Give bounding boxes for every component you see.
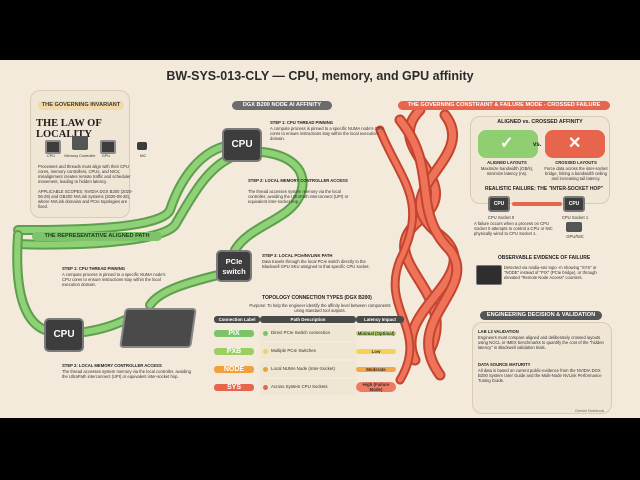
pcie-switch-chip: PCIe switch (216, 250, 252, 282)
topology-table: Connection Label Path Description Latenc… (214, 314, 404, 397)
row-desc: Across System CPU Sockets (271, 384, 328, 390)
step3-title: STEP 3: LOCAL PCIe/NVLINK PATH (262, 253, 333, 258)
topology-purpose: Purpose: To help the engineer identify t… (249, 303, 391, 313)
realistic-body: A failure occurs when a process on CPU S… (474, 221, 553, 236)
checkmark-icon: ✓ (478, 130, 538, 158)
data-body: All data is based on current public-evid… (478, 368, 602, 383)
topology-title: TOPOLOGY CONNECTION TYPES (DGX B200) (262, 295, 372, 301)
memory-controller-icon-label: Memory Controller (64, 154, 96, 158)
row-latency: Low (356, 348, 396, 354)
crossed-body: Force data across the inter-socket bridg… (544, 166, 608, 181)
gpu-nic-label: GPU/NIC (566, 234, 584, 239)
gpu-card-icon (119, 308, 197, 348)
cpu-chip-upper: CPU (222, 128, 262, 162)
nic-icon-label: NIC (139, 154, 147, 158)
lower-step2-title: STEP 2: LOCAL MEMORY CONTROLLER ACCESS (62, 363, 162, 368)
row-latency: High (Failure Mode) (356, 382, 396, 392)
invariant-body: Processes and threads must align with th… (38, 164, 131, 184)
status-dot (263, 366, 268, 372)
step3-body: Data travels through the local PCIe swit… (262, 259, 370, 269)
law-title: THE LAW OF LOCALITY (36, 118, 102, 140)
status-dot (263, 348, 268, 354)
lower-step1-body: A compute process is pinned to a specifi… (62, 272, 166, 287)
socket1-label: CPU Socket 1 (561, 215, 589, 220)
table-row: PXB Multiple PCIe Switches Low (214, 343, 404, 359)
evidence-title: OBSERVABLE EVIDENCE OF FAILURE (497, 255, 591, 261)
compare-title: ALIGNED vs. CROSSED AFFINITY (497, 119, 583, 125)
evidence-body: Detected via nvidia-smi topo -m showing … (504, 265, 597, 280)
step1-title: STEP 1: CPU THREAD PINNING (270, 120, 333, 125)
lower-step1-title: STEP 1: CPU THREAD PINNING (62, 266, 125, 271)
cpu-icon-label: CPU (46, 154, 56, 158)
row-desc: Direct PCIe Switch connection (271, 330, 331, 336)
watermark: Gemini Notebook (575, 409, 605, 413)
inter-socket-hop-arrow (512, 202, 562, 206)
cpu-socket1-chip: CPU (563, 196, 585, 212)
vs-label: vs. (533, 142, 542, 148)
invariant-scope: APPLICABLE SCOPES: NVIDIA DGX B200 (2020… (38, 189, 133, 209)
affinity-header: DGX B200 NODE AI AFFINITY (232, 101, 332, 110)
aligned-title: ALIGNED LAYOUTS (487, 160, 527, 165)
step2-body: The thread accesses system memory via th… (248, 189, 349, 204)
engineering-panel (472, 322, 612, 414)
gpu-icon (100, 140, 116, 154)
row-label: PXB (214, 347, 254, 355)
invariant-panel (30, 90, 130, 218)
table-row: SYS Across System CPU Sockets High (Fail… (214, 379, 404, 395)
cpu-socket0-chip: CPU (488, 196, 510, 212)
top-letterbox (0, 0, 640, 60)
memory-controller-icon (72, 136, 88, 150)
row-label: SYS (214, 383, 254, 391)
gpu-icon-label: GPU (101, 154, 111, 158)
infographic-poster: BW-SYS-013-CLY — CPU, memory, and GPU af… (0, 60, 640, 418)
col-latency-impact: Latency Impact (356, 316, 404, 323)
engineering-header: ENGINEERING DECISION & VALIDATION (480, 311, 602, 320)
invariant-header: THE GOVERNING INVARIANT (38, 101, 124, 110)
nic-icon (137, 142, 147, 150)
row-desc: Local NUMA Node (Inter-Socket) (271, 366, 335, 372)
terminal-icon (476, 265, 502, 285)
aligned-path-ribbons (12, 104, 463, 385)
table-row: PIX Direct PCIe Switch connection Minima… (214, 325, 404, 341)
cpu-icon (45, 140, 61, 154)
row-latency: Minimal (Optimal) (356, 330, 396, 336)
gpu-nic-icon (566, 222, 582, 232)
bottom-letterbox (0, 418, 640, 480)
lab-title: LAB L3 VALIDATION (478, 329, 519, 334)
row-label: NODE (214, 365, 254, 373)
lower-step2-body: The thread accesses system memory via th… (62, 369, 191, 379)
step2-title: STEP 2: LOCAL MEMORY CONTROLLER ACCESS (248, 178, 348, 183)
aligned-path-label: THE REPRESENTATIVE ALIGNED PATH (32, 232, 162, 241)
status-dot (263, 384, 268, 390)
row-latency: Moderate (356, 366, 396, 372)
data-title: DATA SOURCE MATURITY (478, 362, 531, 367)
step1-body: A compute process is pinned to a specifi… (270, 126, 384, 141)
row-label: PIX (214, 329, 254, 337)
status-dot (263, 330, 268, 336)
lab-body: Engineers must compare aligned and delib… (478, 335, 604, 350)
aligned-body: Maximize bandwidth (GB/s), minimize late… (480, 166, 534, 176)
cross-icon: ✕ (545, 130, 605, 158)
table-row: NODE Local NUMA Node (Inter-Socket) Mode… (214, 361, 404, 377)
row-desc: Multiple PCIe Switches (271, 348, 316, 354)
realistic-title: REALISTIC FAILURE: THE "INTER-SOCKET HOP… (484, 186, 604, 192)
col-connection-label: Connection Label (214, 316, 260, 323)
constraint-header: THE GOVERNING CONSTRAINT & FAILURE MODE … (398, 101, 610, 110)
poster-title: BW-SYS-013-CLY — CPU, memory, and GPU af… (166, 69, 474, 83)
col-path-description: Path Description (260, 316, 356, 323)
socket0-label: CPU Socket 0 (487, 215, 515, 220)
cpu-chip-lower: CPU (44, 318, 84, 352)
crossed-title: CROSSED LAYOUTS (555, 160, 597, 165)
